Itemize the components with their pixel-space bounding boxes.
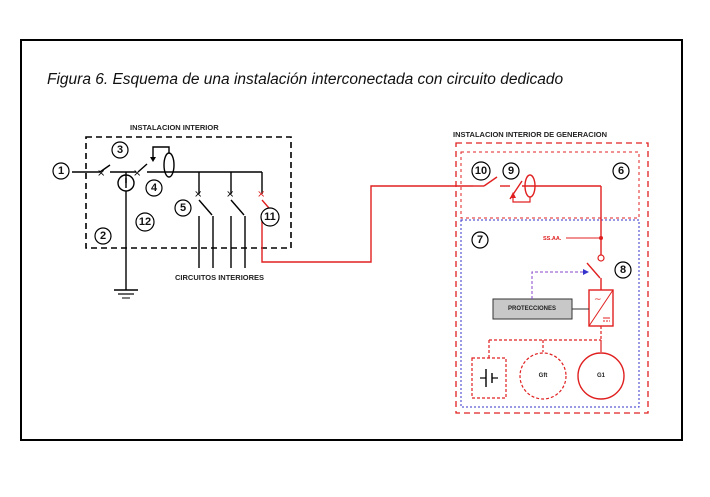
switch-8 [586,262,601,279]
protections-label: PROTECCIONES [508,306,556,312]
control-signal [531,271,583,299]
connection-box [460,151,640,219]
interior-box [85,136,292,249]
marker-8: 8 [614,261,632,279]
marker-1: 1 [52,162,70,180]
breaker-mark-3: × [194,189,202,200]
svg-text:9: 9 [508,165,514,177]
circuits-label: CIRCUITOS INTERIORES [175,273,264,282]
circuit-switch-1 [198,199,213,216]
marker-11: 11 [260,207,280,227]
marker-6: 6 [612,162,630,180]
svg-text:11: 11 [264,211,276,223]
breaker-mark-2: × [133,168,141,179]
marker-12: 12 [135,212,155,232]
ac-symbol: ~ [594,295,602,305]
marker-10: 10 [471,161,491,181]
battery-box [471,357,507,399]
breaker-mark-4: × [226,189,234,200]
marker-3: 3 [111,141,129,159]
switch-1 [99,164,111,173]
svg-text:3: 3 [117,144,123,156]
svg-text:7: 7 [477,234,483,246]
current-transformer [163,152,175,178]
interior-title: INSTALACION INTERIOR [130,123,219,132]
generation-title: INSTALACION INTERIOR DE GENERACION [453,130,607,139]
svg-text:8: 8 [620,264,626,276]
red-breaker-mark: × [257,189,265,200]
svg-text:4: 4 [151,182,158,194]
marker-5: 5 [174,199,192,217]
svg-text:2: 2 [100,230,106,242]
generator-g1 [577,352,625,400]
g1-label: G1 [597,373,606,379]
breaker-mark-1: × [97,168,105,179]
figure-caption: Figura 6. Esquema de una instalación int… [47,71,564,88]
svg-text:1: 1 [58,165,64,177]
marker-2: 2 [94,227,112,245]
switch-10 [483,176,498,187]
marker-7: 7 [471,231,489,249]
svg-text:6: 6 [618,165,624,177]
circuit-switch-2 [230,199,245,216]
marker-4: 4 [145,179,163,197]
ssaa-label: SS.AA. [543,236,562,242]
generation-inner-box [460,219,640,408]
gft-label: Gft [539,373,548,379]
figure-frame [20,39,683,441]
generation-box [455,142,649,414]
svg-text:5: 5 [180,202,186,214]
switch-2 [137,163,148,173]
svg-text:10: 10 [475,165,487,177]
svg-text:12: 12 [139,216,151,228]
dedicated-circuit-line [261,185,473,263]
generator-gft [519,352,567,400]
marker-9: 9 [502,162,520,180]
